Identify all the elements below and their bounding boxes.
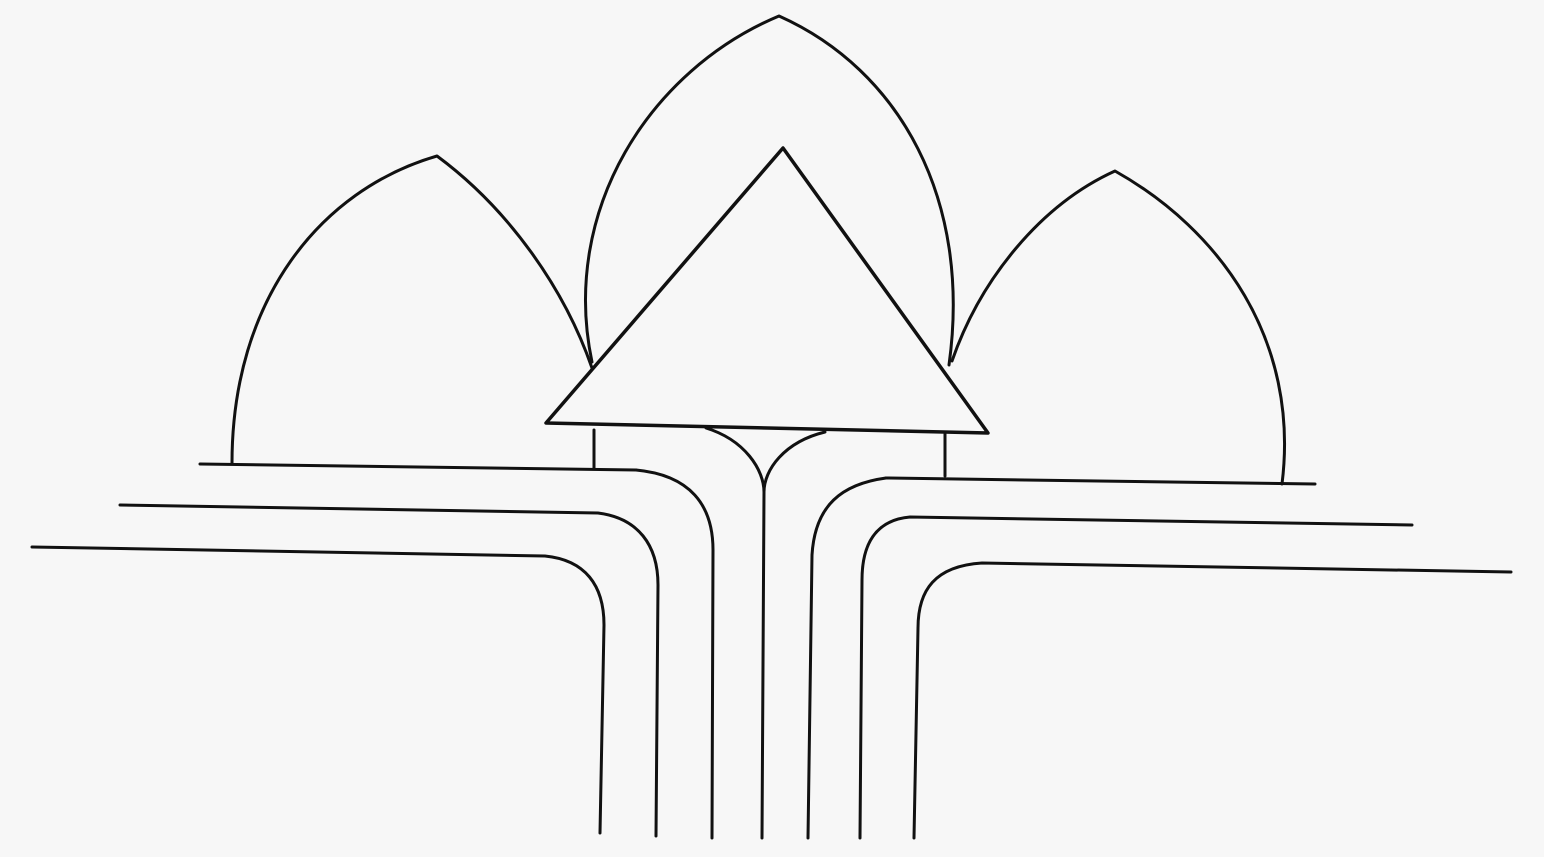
center-stem	[706, 428, 825, 838]
right-channel-outer	[914, 563, 1511, 838]
right-pointed-arch	[952, 171, 1285, 484]
right-arch-base-line	[886, 478, 1315, 484]
left-pointed-arch	[232, 156, 592, 463]
left-arch-base-line	[200, 464, 636, 470]
left-channel-inner	[636, 470, 713, 838]
center-triangle	[546, 148, 988, 433]
left-channel-outer	[32, 547, 604, 833]
